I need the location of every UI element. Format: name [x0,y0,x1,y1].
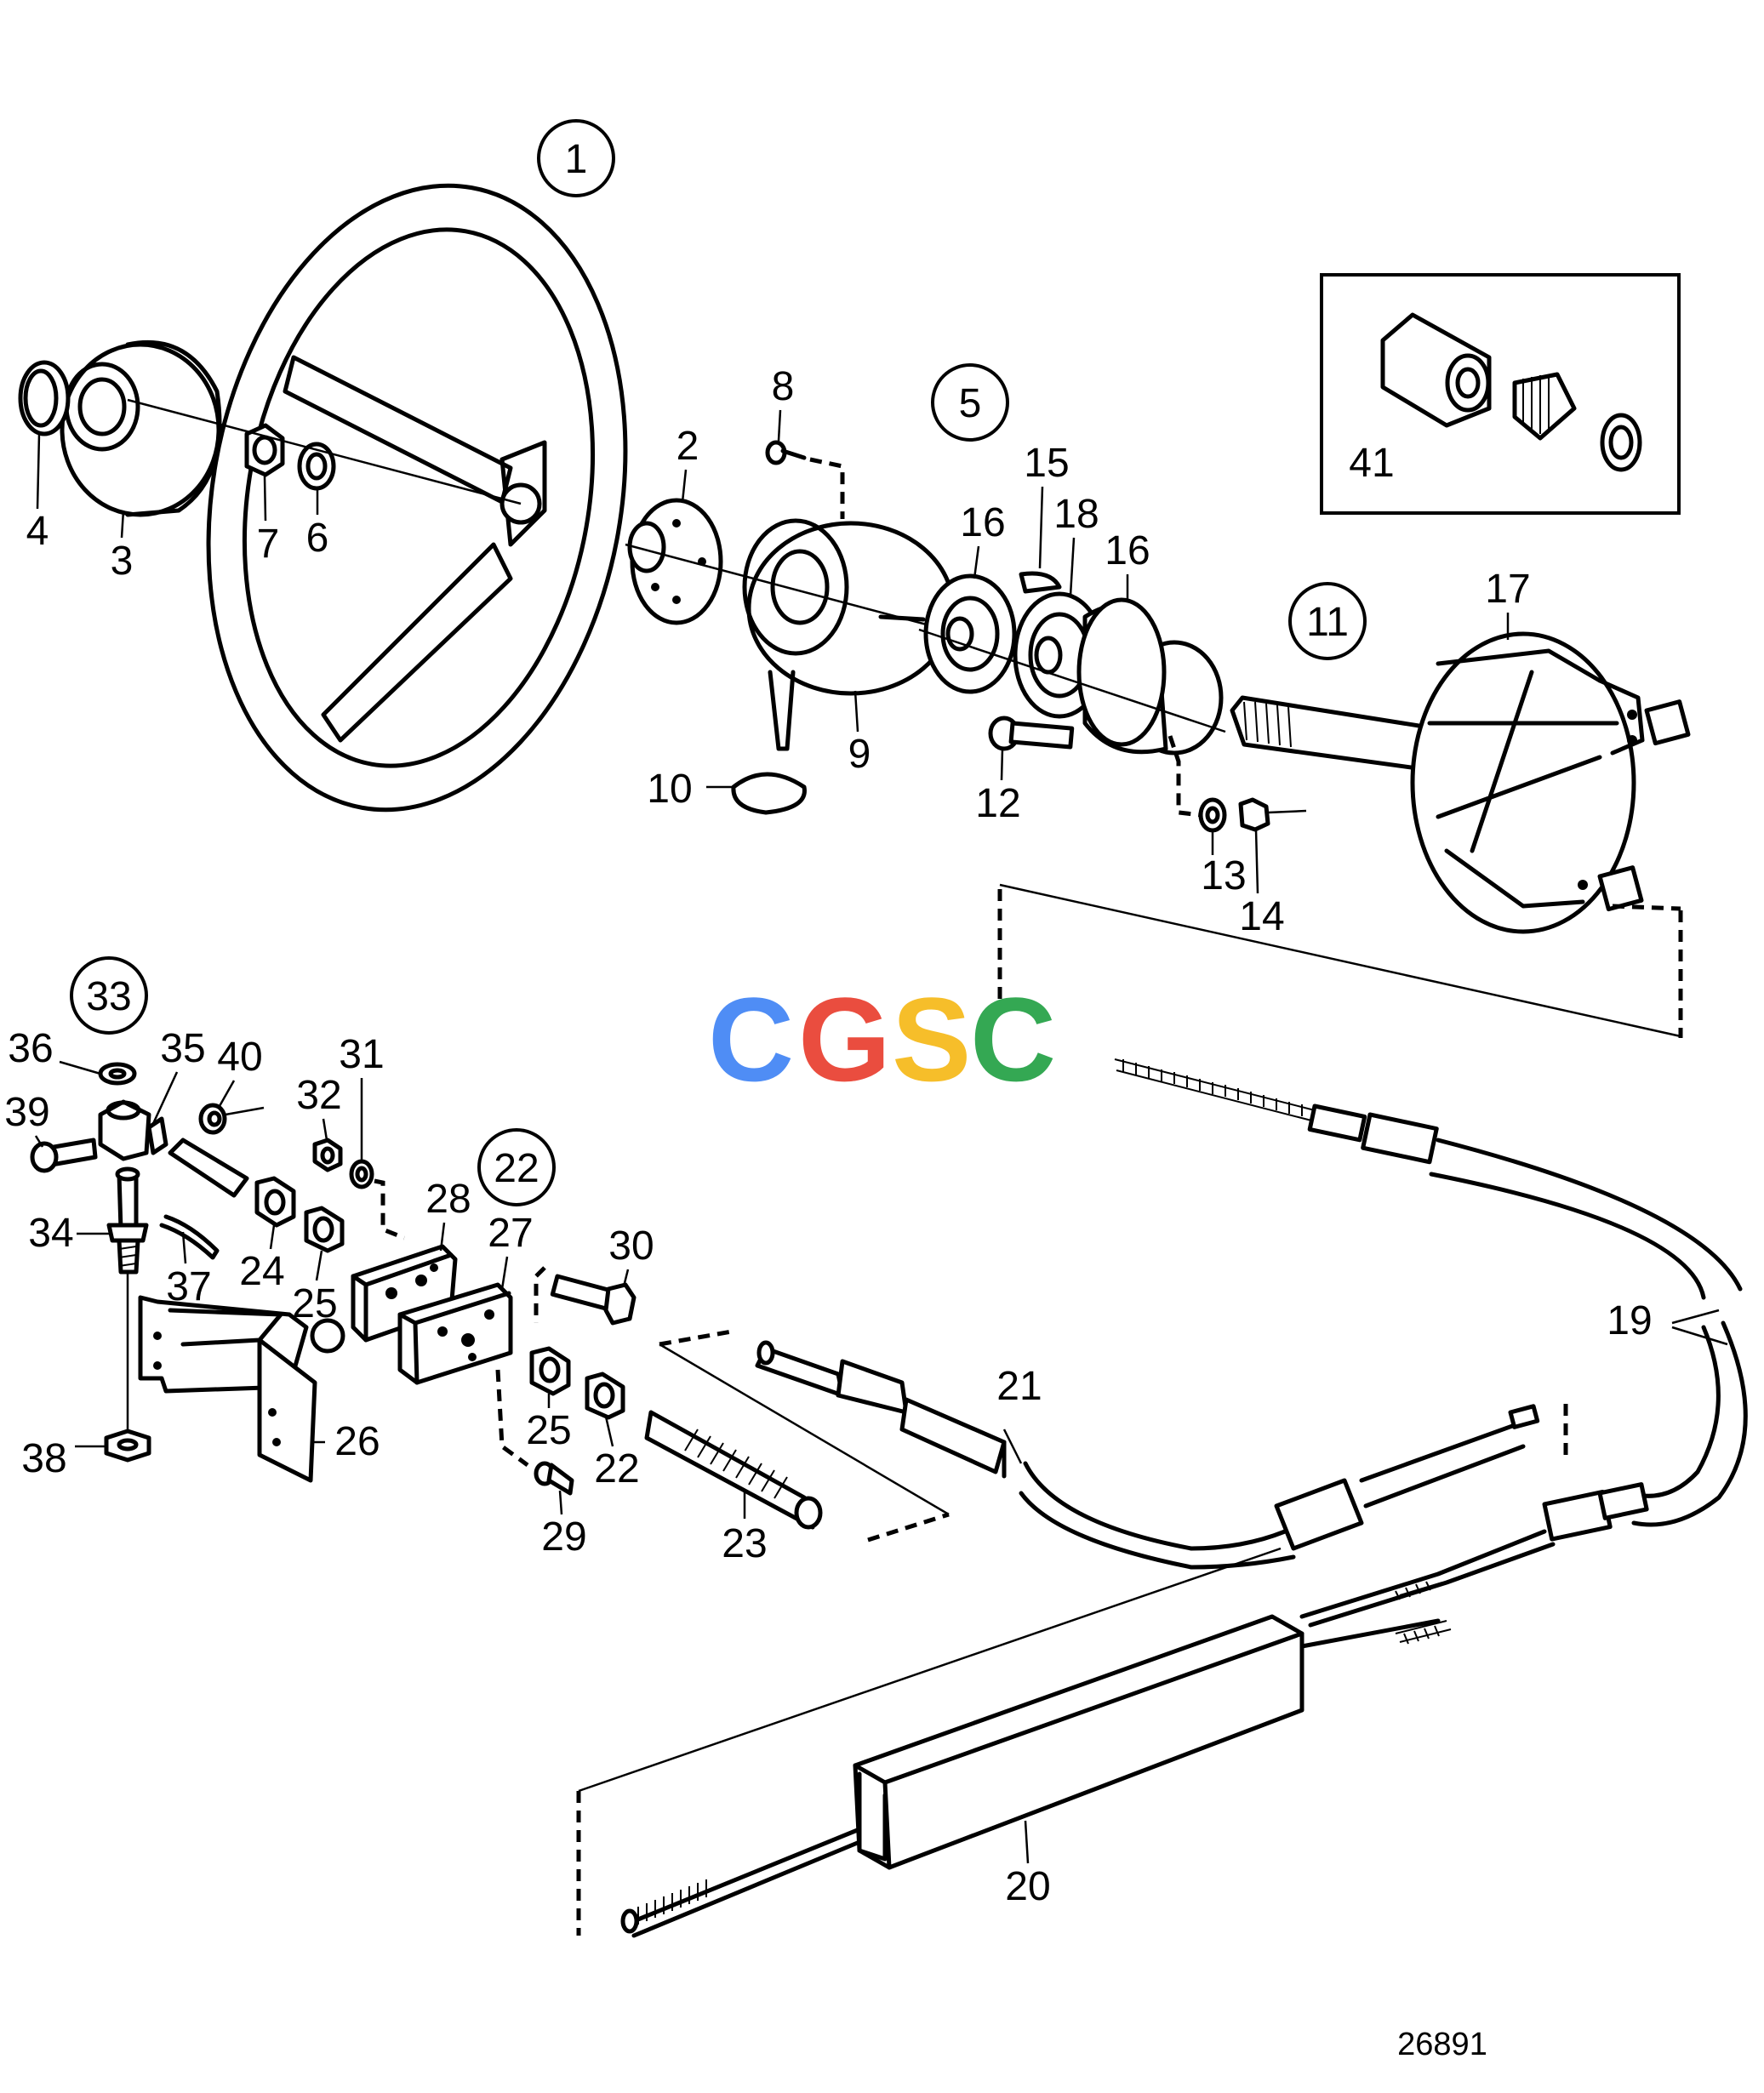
inner-cable [755,1340,1568,1570]
watermark-letter-c2: C [970,972,1056,1106]
label-19: 19 [1607,1298,1652,1343]
watermark-letter-c1: C [708,972,794,1106]
label-29: 29 [541,1514,586,1560]
steering-helm [1230,631,1691,934]
callout-labels: 1 5 11 22 33 2 3 4 6 7 8 9 10 12 13 14 1… [4,119,1653,1909]
label-34: 34 [28,1211,73,1256]
knob-bolt [731,670,807,815]
lock-washer [1198,797,1227,833]
link-rod [168,1138,345,1354]
small-stud [495,1369,574,1496]
label-2: 2 [676,424,699,469]
label-14: 14 [1239,894,1284,939]
lock-nut [1238,797,1307,832]
bearing-front [923,573,1017,694]
label-9: 9 [848,732,871,777]
clamp-bolt [534,1266,637,1326]
threaded-rod [644,1329,950,1543]
cable-nuts [529,1346,625,1420]
drawing-number: 26891 [1397,2027,1487,2062]
small-screw [765,440,807,465]
callout-1: 1 [565,137,588,182]
hub-adapter [627,498,723,625]
bearing-housing [1076,597,1224,756]
center-cap [18,360,71,436]
label-27: 27 [488,1211,533,1256]
hub-cover [60,339,222,517]
label-3: 3 [111,539,134,584]
label-18: 18 [1053,492,1099,537]
watermark-letter-s: S [892,972,971,1106]
label-41: 41 [1349,441,1394,486]
watermark-logo: C G S C [708,972,1056,1106]
label-25b: 25 [526,1408,571,1453]
housing-bolt [988,716,1075,751]
label-4: 4 [26,509,49,554]
small-nuts [312,1138,405,1240]
label-40: 40 [217,1035,262,1080]
clamp-blocks [351,1244,513,1385]
label-22: 22 [594,1446,639,1491]
label-23: 23 [722,1521,767,1566]
steering-cable [1114,1058,1748,1542]
hub-washer [297,442,336,491]
label-31: 31 [339,1032,384,1077]
callout-11: 11 [1306,600,1349,645]
key [1019,571,1062,594]
watermark-letter-g: G [798,972,891,1106]
label-38: 38 [21,1436,66,1481]
steering-housing [742,518,956,696]
repair-kit-box [1320,273,1681,515]
label-8: 8 [772,364,795,409]
label-39: 39 [4,1090,49,1135]
label-7: 7 [257,522,280,567]
ball-joint-parts [30,1062,265,1463]
label-32: 32 [296,1073,341,1118]
label-25a: 25 [292,1281,337,1326]
callout-5: 5 [959,381,982,426]
label-21: 21 [996,1364,1042,1409]
label-28: 28 [425,1177,471,1222]
mounting-bracket [138,1295,317,1483]
label-20: 20 [1005,1864,1050,1909]
label-24: 24 [239,1249,284,1294]
label-13: 13 [1201,853,1246,898]
label-16a: 16 [960,500,1005,545]
label-30: 30 [608,1223,654,1269]
repair-kit-parts [1380,312,1642,472]
label-36: 36 [8,1026,53,1071]
label-26: 26 [334,1419,380,1464]
label-16b: 16 [1105,528,1150,573]
label-35: 35 [160,1026,205,1071]
label-37: 37 [166,1264,211,1309]
label-10: 10 [647,767,692,812]
label-6: 6 [306,516,329,561]
steering-wheel [206,183,628,813]
guide-tube [576,1547,1304,1938]
cable-lower-run [1299,1529,1556,1649]
label-17: 17 [1485,567,1530,612]
label-15: 15 [1024,441,1069,486]
callout-33: 33 [86,974,131,1019]
label-12: 12 [975,781,1020,826]
callout-22-assembly: 22 [494,1146,539,1191]
